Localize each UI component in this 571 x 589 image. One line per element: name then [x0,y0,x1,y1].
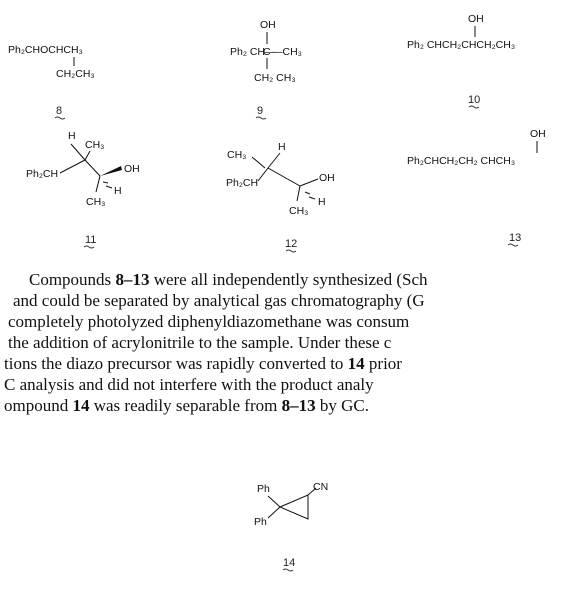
structure-11-underline [83,245,95,249]
structure-9-ethyl: CH₂ CH₃ [254,72,296,84]
structure-8-underline [54,116,66,120]
structure-9-center-carbon: C [263,46,271,58]
structure-14-phenyl-top: Ph [257,483,270,495]
structure-12-hash-bond [251,156,266,169]
structure-14-bond-ph1 [267,495,281,508]
structure-12: CH₃ H Ph₂CH OH H CH₃ 12 [226,141,335,253]
structure-14-bond-cn [307,487,317,496]
structure-10: OH Ph₂ CHCH₂CHCH₂CH₃ 10 [407,13,515,109]
paragraph-line-7: ompound 14 was readily separable from 8–… [4,396,369,415]
structure-11-methyl-top: CH₃ [85,139,104,151]
structure-12-methyl-top: CH₃ [227,149,246,161]
structure-12-methyl-bottom: CH₃ [289,205,308,217]
structure-11-cc-bond [84,159,101,177]
structure-14-nitrile: CN [313,481,328,493]
structure-9: OH Ph₂ CH— C —CH₃ CH₂ CH₃ 9 [230,19,302,120]
structure-12-hydrogen-bottom: H [318,196,326,208]
structure-14-bond-ph2 [267,506,281,519]
structure-10-hydroxyl: OH [468,13,484,25]
structure-13-hydroxyl: OH [530,128,546,140]
structure-11-hash1 [102,181,109,184]
structure-11-hash2 [105,185,113,189]
structure-11-bond-h [70,143,86,161]
structure-11-methyl-bottom: CH₃ [86,196,105,208]
structure-11-diphenylmethyl: Ph₂CH [26,168,58,180]
paragraph-line-6: C analysis and did not interfere with th… [4,375,374,394]
structure-8-main-chain: Ph₂CHOCHCH₃ [8,44,83,56]
structure-14-underline [282,568,294,572]
structure-12-hydrogen-top: H [278,141,286,153]
structure-14: Ph Ph CN 14 [254,481,328,572]
structure-9-underline [255,116,267,120]
paragraph-line-2: and could be separated by analytical gas… [13,291,425,310]
paragraph-line-1: Compounds 8–13 were all independently sy… [29,270,428,289]
structure-10-label: 10 [468,94,480,106]
paragraph-line-5: tions the diazo precursor was rapidly co… [4,354,402,373]
structure-11-wedge-oh [100,166,122,176]
structure-13-underline [507,243,519,247]
structure-13-label: 13 [509,232,521,244]
structure-12-diphenylmethyl: Ph₂CH [226,177,258,189]
structure-12-label: 12 [285,238,297,250]
structure-12-bond-ch3-bottom [296,185,301,202]
structure-12-bond-oh [299,178,319,187]
structure-14-label: 14 [283,557,295,569]
structure-12-cc-bond [267,167,301,187]
structure-9-right: —CH₃ [272,46,302,58]
structure-10-chain: Ph₂ CHCH₂CHCH₂CH₃ [407,39,515,51]
paragraph-line-3: completely photolyzed diphenyldiazometha… [8,312,410,331]
structure-11: H CH₃ Ph₂CH OH H CH₃ 11 [26,130,140,249]
structure-11-hydrogen-top: H [68,130,76,142]
structure-11-hydrogen-bottom: H [114,185,122,197]
structure-12-underline [285,249,297,253]
structure-8-ethyl: CH₂CH₃ [56,68,95,80]
structure-13-chain: Ph₂CHCH₂CH₂ CHCH₃ [407,155,515,167]
structure-12-hash2 [308,196,316,200]
structure-9-label: 9 [257,105,263,117]
structure-13: OH Ph₂CHCH₂CH₂ CHCH₃ 13 [407,128,546,247]
structure-12-bond-h [267,152,281,169]
structure-9-hydroxyl: OH [260,19,276,31]
structure-10-underline [468,105,480,109]
structure-11-bond-ch3-bottom [95,175,101,193]
structure-12-bond-ph [257,167,269,182]
structure-8: Ph₂CHOCHCH₃ CH₂CH₃ 8 [8,44,95,120]
structure-11-hydroxyl: OH [124,163,140,175]
paragraph-line-4: the addition of acrylonitrile to the sam… [8,333,392,352]
structure-12-hash1 [304,191,311,195]
structure-14-cyclopropane-ring [278,494,309,520]
structure-8-label: 8 [56,105,62,117]
structure-11-bond-ph [59,159,86,174]
structure-12-hydroxyl: OH [319,172,335,184]
structure-11-label: 11 [85,234,96,246]
structure-11-bond-ch3 [84,150,91,161]
structure-14-phenyl-bottom: Ph [254,516,267,528]
body-paragraph: Compounds 8–13 were all independently sy… [0,269,571,416]
structure-9-left: Ph₂ CH— [230,46,276,58]
